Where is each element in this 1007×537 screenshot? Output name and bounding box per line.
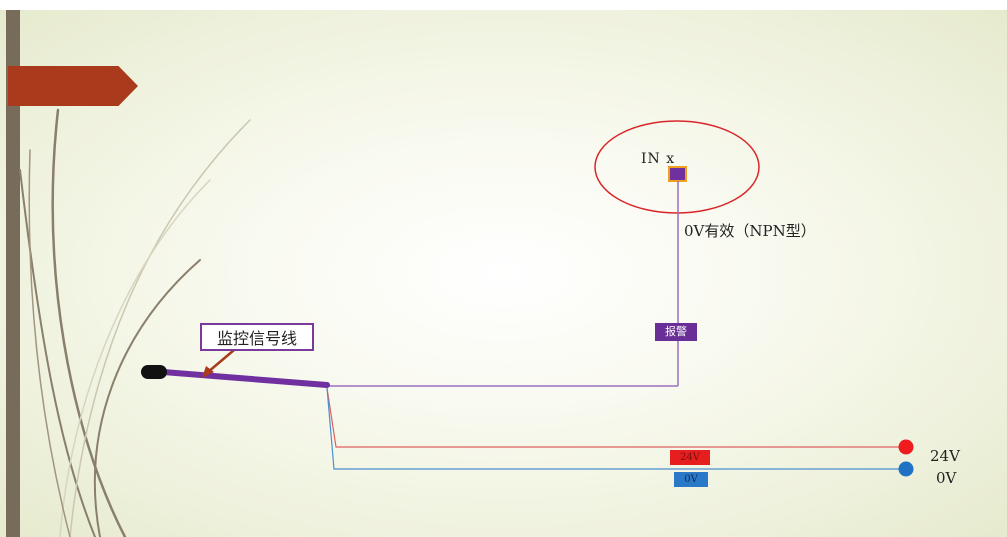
sensor-tip (141, 365, 167, 379)
terminal-24v-label: 24V (930, 447, 960, 465)
title-arrow-banner (8, 66, 138, 106)
wire-0v (326, 387, 905, 470)
swoosh-curve (59, 179, 211, 537)
decorative-swooshes (19, 108, 251, 537)
swoosh-curve (69, 119, 251, 537)
left-accent-bar (6, 10, 20, 537)
swoosh-curve (19, 169, 96, 537)
input-highlight-circle (594, 120, 760, 214)
sensor-cable (160, 369, 330, 388)
slide-canvas: IN x 0V有效（NPN型） 报警 监控信号线 24V 0V 24V 0V (0, 10, 1007, 537)
terminal-24v-dot (898, 439, 914, 455)
swoosh-curve (93, 259, 201, 537)
signal-line-callout: 监控信号线 (200, 323, 314, 351)
input-terminal-square (668, 166, 687, 182)
callout-arrow-head (202, 366, 214, 378)
alarm-tag: 报警 (655, 323, 697, 341)
wire-0v-tag: 0V (674, 472, 708, 487)
swoosh-curve (51, 108, 127, 537)
wiring-diagram (19, 108, 914, 537)
terminal-0v-label: 0V (936, 469, 957, 487)
input-label: IN x (641, 151, 676, 167)
wire-24v (326, 387, 905, 448)
swoosh-curve (28, 149, 71, 537)
npn-logic-note: 0V有效（NPN型） (684, 222, 816, 240)
wire-24v-tag: 24V (670, 450, 710, 465)
terminal-0v-dot (898, 461, 914, 477)
